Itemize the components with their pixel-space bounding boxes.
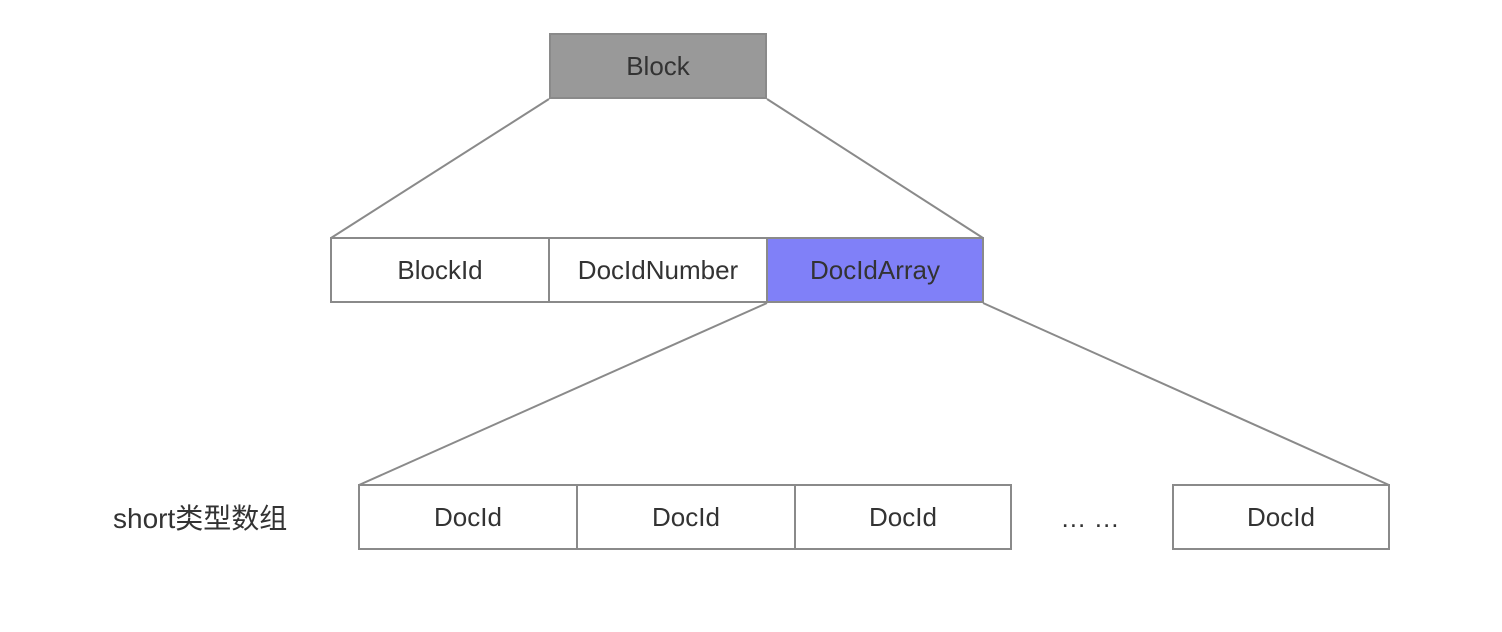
docid-cell-label: DocId [652, 501, 720, 532]
docid-cell-label: DocId [869, 501, 937, 532]
field-blockid-label: BlockId [397, 254, 483, 285]
array-type-label: short类型数组 [113, 503, 288, 534]
docid-cell: DocId [358, 484, 578, 550]
docid-cell-label: DocId [434, 501, 502, 532]
connector-block-left [330, 98, 550, 239]
connector-array-right [982, 302, 1390, 486]
connector-block-right [766, 98, 984, 239]
field-docidnumber: DocIdNumber [548, 237, 768, 303]
field-blockid: BlockId [330, 237, 550, 303]
docid-cell-last: DocId [1172, 484, 1390, 550]
field-docidarray-label: DocIdArray [809, 254, 941, 285]
docid-cell: DocId [794, 484, 1012, 550]
block-label: Block [626, 50, 690, 81]
field-docidnumber-label: DocIdNumber [577, 254, 739, 285]
connector-array-left [358, 302, 768, 486]
docid-cell-label: DocId [1247, 501, 1315, 532]
docid-cell: DocId [576, 484, 796, 550]
block-box: Block [549, 33, 767, 99]
field-docidarray: DocIdArray [766, 237, 984, 303]
array-ellipsis: … … [1060, 503, 1120, 533]
